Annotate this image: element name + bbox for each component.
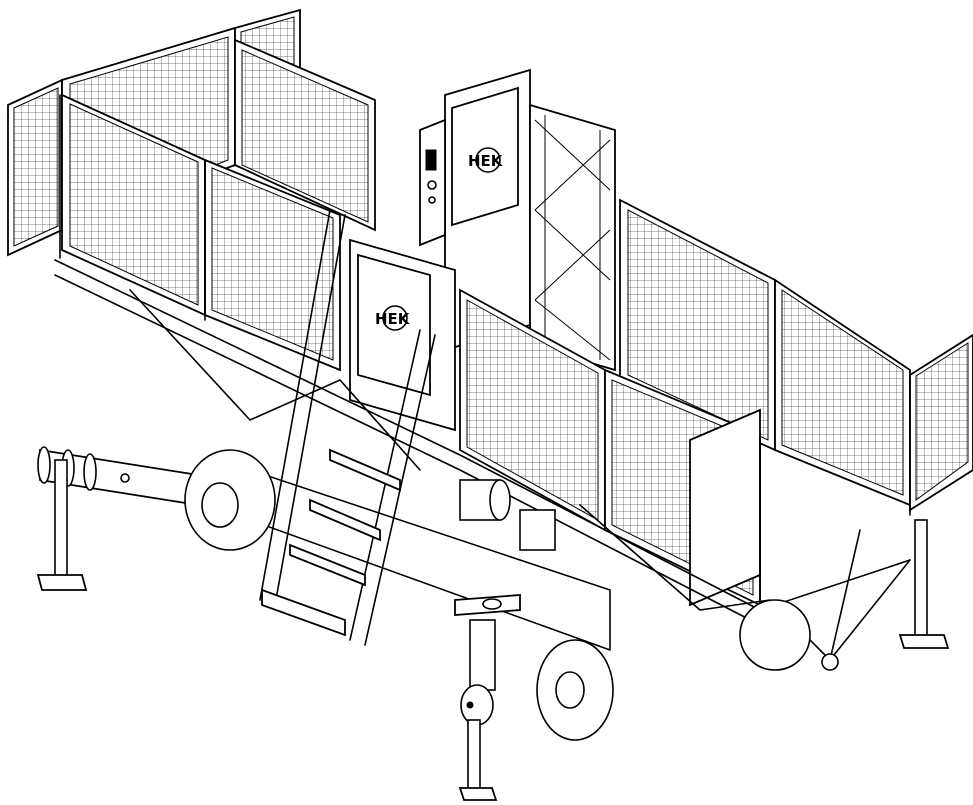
wheel-rear — [184, 449, 276, 551]
mast-tower: HEK — [419, 68, 616, 372]
outrigger-leg-center — [454, 594, 521, 801]
wheel-front-left — [536, 639, 614, 741]
fence-right — [619, 198, 973, 512]
access-stairs — [259, 209, 436, 646]
outrigger-leg-right — [898, 519, 950, 649]
drive-motor — [459, 479, 556, 551]
svg-text:HEK: HEK — [468, 152, 504, 170]
svg-text:HEK: HEK — [375, 310, 411, 328]
hek-logo-top: HEK — [468, 147, 504, 173]
fence-rear-left — [7, 8, 376, 257]
fence-front-left — [59, 93, 341, 372]
outrigger-leg-left — [36, 459, 88, 591]
wheel-front-right — [739, 599, 811, 671]
hek-logo-front: HEK — [375, 305, 411, 331]
towbar — [37, 446, 231, 512]
entry-gate: HEK — [349, 238, 456, 432]
fence-front-right — [459, 288, 911, 611]
